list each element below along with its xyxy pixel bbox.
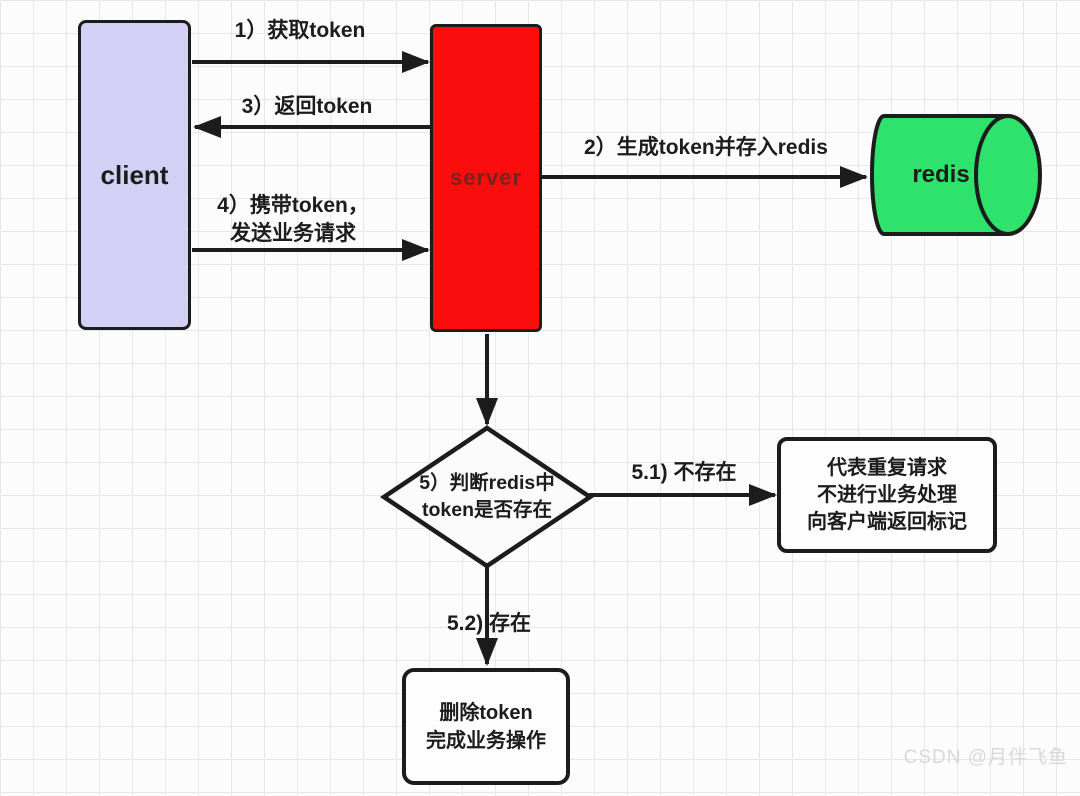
node-delete-token-box: 删除token 完成业务操作: [402, 668, 570, 785]
carry-token-line: 发送业务请求: [230, 222, 356, 245]
edge-label-store-redis: 2）生成token并存入redis: [584, 136, 828, 159]
node-server: server: [430, 24, 542, 332]
node-redis-label: redis: [912, 161, 970, 188]
edge-label-carry-token: 4）携带token， 发送业务请求: [217, 192, 369, 248]
cylinder-cap-edge: [974, 114, 1009, 236]
repeat-box-line: 向客户端返回标记: [807, 510, 967, 533]
decision-diamond-label: 5）判断redis中 token是否存在: [387, 470, 587, 524]
node-server-label: server: [449, 165, 523, 190]
node-client: client: [78, 20, 191, 330]
node-client-label: client: [100, 159, 169, 190]
node-redis-cylinder: [870, 114, 1042, 236]
edge-label-exist: 5.2) 存在: [446, 612, 532, 635]
repeat-box-line: 不进行业务处理: [817, 483, 957, 506]
csdn-watermark: CSDN @月伴飞鱼: [903, 747, 1068, 768]
delete-box-line: 完成业务操作: [426, 729, 546, 752]
decision-line: 5）判断redis中: [419, 472, 555, 494]
decision-line: token是否存在: [421, 499, 552, 521]
edge-label-return-token: 3）返回token: [241, 95, 373, 118]
node-repeat-request-box: 代表重复请求 不进行业务处理 向客户端返回标记: [777, 437, 997, 553]
carry-token-line: 4）携带token，: [217, 194, 369, 217]
delete-box-line: 删除token: [439, 701, 533, 724]
edge-label-not-exist: 5.1) 不存在: [631, 461, 737, 484]
edge-label-get-token: 1）获取token: [234, 19, 366, 42]
repeat-box-line: 代表重复请求: [827, 456, 947, 479]
